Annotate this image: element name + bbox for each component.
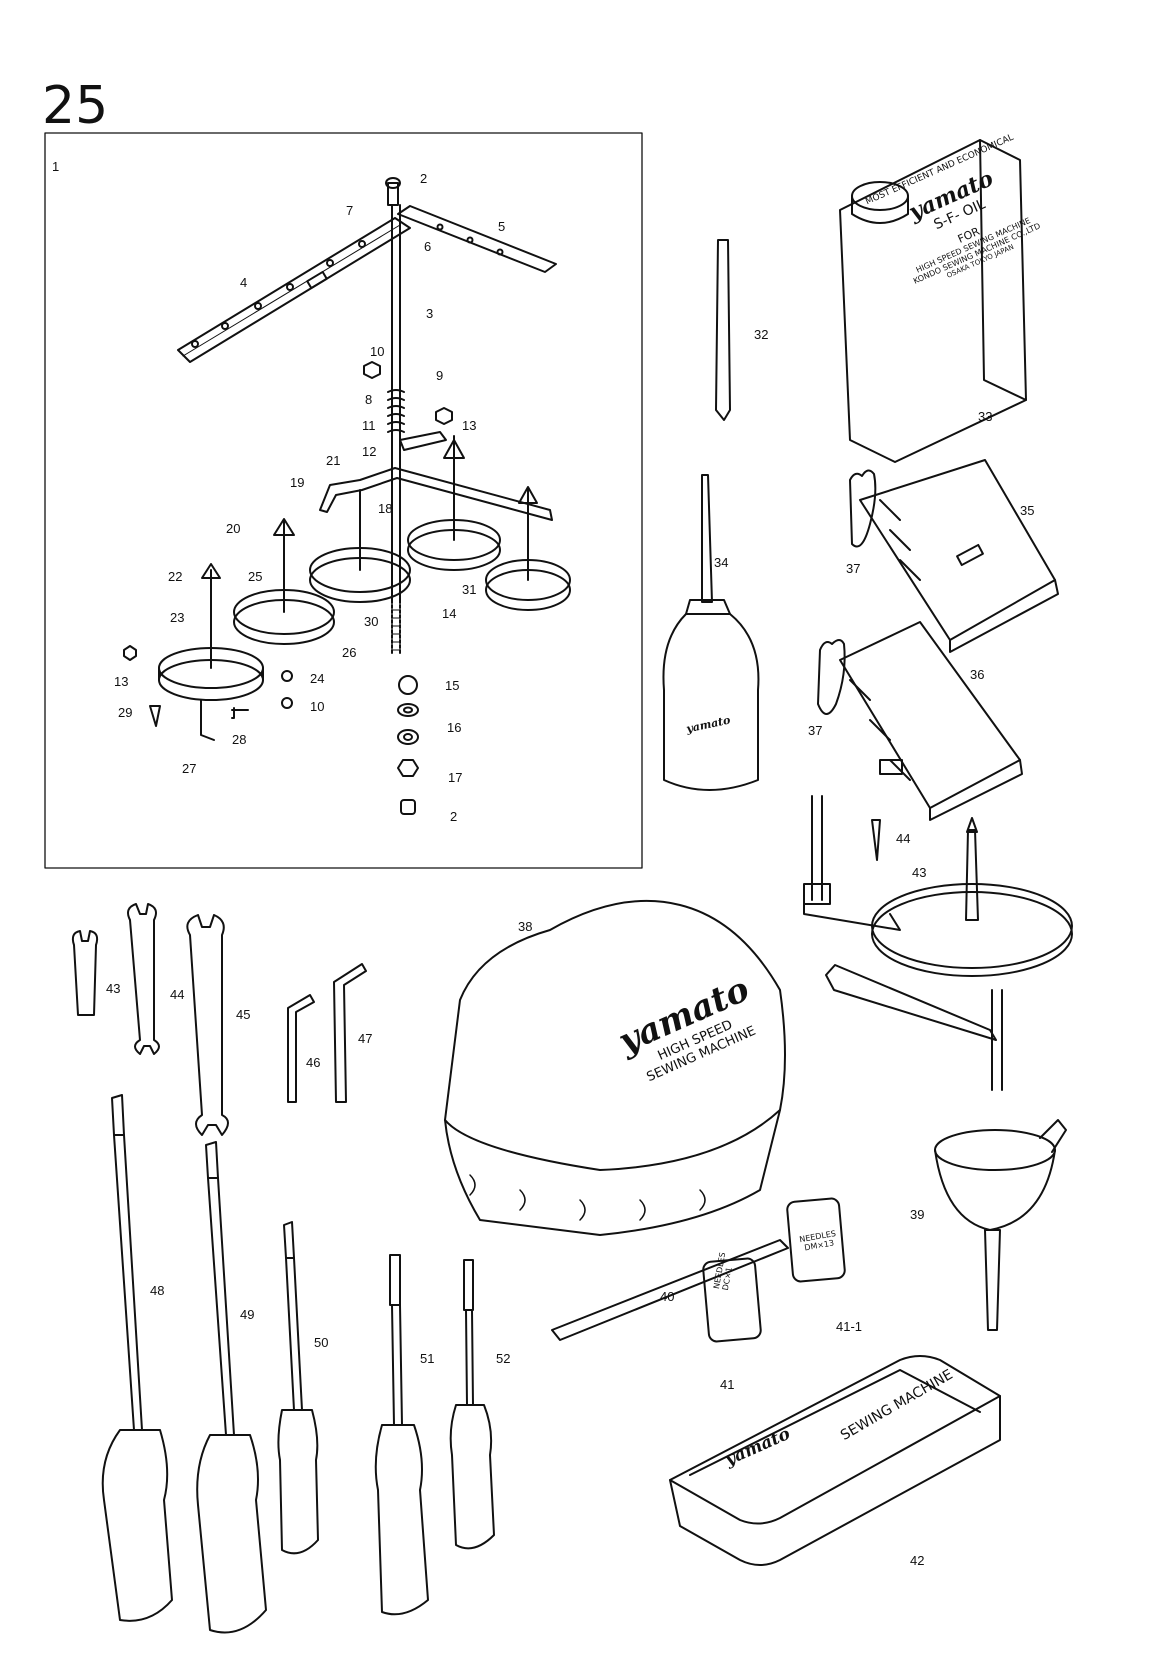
callout-44b: 44 [170,987,185,1002]
callout-44: 44 [896,831,911,846]
funnel [934,1119,1067,1331]
oil-can [839,139,1027,463]
callout-32: 32 [754,327,769,342]
hex-key-46 [287,994,315,1103]
callout-12: 12 [362,444,377,459]
callout-2b: 2 [450,809,458,824]
spool-holder [803,795,1073,1091]
callout-39: 39 [910,1207,925,1222]
needle-pack-41 [702,1257,762,1343]
tool-box [669,1355,1001,1566]
callout-29: 29 [118,705,133,720]
callout-1: 1 [52,159,60,174]
callout-50: 50 [314,1335,329,1350]
callout-33: 33 [978,409,993,424]
screwdriver-50 [277,1221,319,1555]
callout-24: 24 [310,671,325,686]
callout-30: 30 [364,614,379,629]
callout-10b: 10 [310,699,325,714]
callout-7: 7 [346,203,354,218]
callout-34: 34 [714,555,729,570]
callout-14: 14 [442,606,457,621]
callout-13: 13 [462,418,477,433]
oiler-bottle [662,474,760,791]
callout-18: 18 [378,501,393,516]
callout-22: 22 [168,569,183,584]
callout-2: 2 [420,171,428,186]
callout-20: 20 [226,521,241,536]
callout-28: 28 [232,732,247,747]
callout-17: 17 [448,770,463,785]
screwdriver-51 [374,1254,429,1616]
screwdriver-48 [101,1094,173,1622]
callout-19: 19 [290,475,305,490]
callout-35: 35 [1020,503,1035,518]
callout-48: 48 [150,1283,165,1298]
thread-stand-frame [44,132,643,869]
callout-8: 8 [365,392,373,407]
callout-27: 27 [182,761,197,776]
callout-36: 36 [970,667,985,682]
callout-9: 9 [436,368,444,383]
screwdriver-49 [196,1141,267,1634]
callout-13b: 13 [114,674,129,689]
screwdriver-52 [449,1259,495,1550]
callout-15: 15 [445,678,460,693]
rod-32 [715,239,731,421]
callout-41: 41 [720,1377,735,1392]
callout-23: 23 [170,610,185,625]
needle-pack-41-1 [786,1197,846,1283]
pedal-36 [817,621,1023,821]
callout-37: 37 [846,561,861,576]
callout-26: 26 [342,645,357,660]
machine-cover [444,899,786,1236]
pedal-35 [849,459,1059,653]
callout-41-1: 41-1 [836,1319,863,1334]
callout-52: 52 [496,1351,511,1366]
callout-40: 40 [660,1289,675,1304]
callout-5: 5 [498,219,506,234]
callout-6: 6 [424,239,432,254]
callout-11: 11 [362,418,376,433]
callout-43: 43 [912,865,927,880]
callout-46: 46 [306,1055,321,1070]
callout-38: 38 [518,919,533,934]
callout-51: 51 [420,1351,435,1366]
callout-21: 21 [326,453,341,468]
page-number: 25 [42,76,109,136]
callout-4: 4 [240,275,248,290]
callout-25: 25 [248,569,263,584]
callout-45: 45 [236,1007,251,1022]
wrenches [71,903,229,1136]
callout-47: 47 [358,1031,373,1046]
callout-10: 10 [370,344,385,359]
hex-key-47 [333,963,367,1103]
callout-31: 31 [462,582,477,597]
callout-43b: 43 [106,981,121,996]
callout-16: 16 [447,720,462,735]
callout-37b: 37 [808,723,823,738]
callout-3: 3 [426,306,434,321]
callout-42: 42 [910,1553,925,1568]
thread-stand-assembly [123,177,571,815]
callout-49: 49 [240,1307,255,1322]
